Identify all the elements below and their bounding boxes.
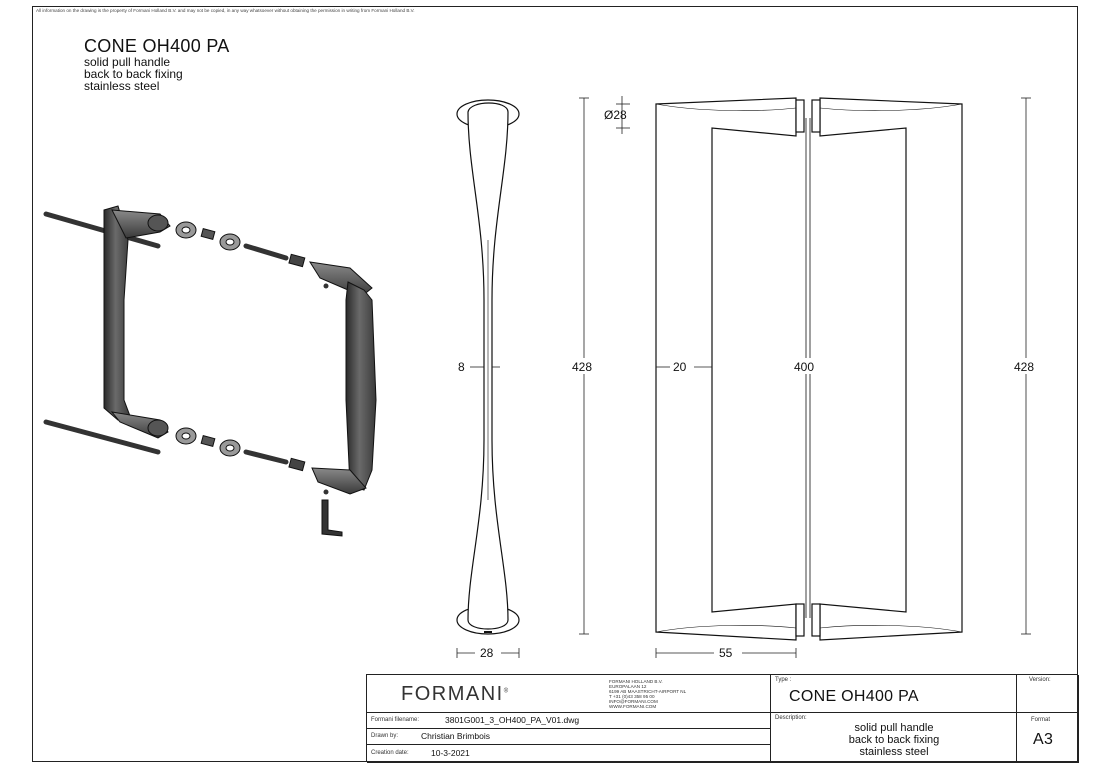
description-text: solid pull handle back to back fixing st… xyxy=(771,722,1016,758)
dim-thickness-label: 8 xyxy=(458,360,465,374)
type-cell: Type : CONE OH400 PA xyxy=(771,675,1017,713)
subtitle-line-1: solid pull handle xyxy=(84,55,171,69)
isometric-exploded-view xyxy=(43,205,377,537)
filename-label: Formani filename: xyxy=(371,717,420,723)
filename-cell: Formani filename: 3801G001_3_OH400_PA_V0… xyxy=(367,713,771,729)
company-line: 6199 AB MAASTRICHT-AIRPORT NL xyxy=(609,689,687,694)
dim-centre-label: 400 xyxy=(794,360,814,374)
description-line: stainless steel xyxy=(859,746,929,758)
company-line: T +31 (0)43 358 95 00 xyxy=(609,694,655,699)
top-fixing-rod xyxy=(43,211,161,249)
version-cell: Version: xyxy=(1017,675,1079,713)
format-cell: Format A3 xyxy=(1017,713,1079,763)
drawing-title: CONE OH400 PA xyxy=(84,36,230,56)
formani-logo: FORMANI® xyxy=(401,683,508,706)
logo-cell: FORMANI® FORMANI HOLLAND B.V. EUROPALAAN… xyxy=(367,675,771,713)
bottom-fixing-washers xyxy=(175,427,306,472)
creation-date-cell: Creation date: 10-3-2021 xyxy=(367,745,771,763)
creation-date-value: 10-3-2021 xyxy=(431,748,470,758)
drawn-by-value: Christian Brimbois xyxy=(421,731,490,741)
dim-diameter-label: Ø28 xyxy=(604,108,627,122)
type-value: CONE OH400 PA xyxy=(789,688,919,705)
description-cell: Description: solid pull handle back to b… xyxy=(771,713,1017,763)
dim-height-side-label: 428 xyxy=(572,360,592,374)
company-address: FORMANI HOLLAND B.V. EUROPALAAN 12 6199 … xyxy=(609,679,686,709)
creation-date-label: Creation date: xyxy=(371,750,409,756)
bottom-fixing-rod xyxy=(43,419,161,455)
company-line: EUROPALAAN 12 xyxy=(609,684,647,689)
copyright-notice: All information on the drawing is the pr… xyxy=(36,8,415,13)
front-handle xyxy=(309,261,377,495)
format-label: Format xyxy=(1031,717,1051,723)
filename-value: 3801G001_3_OH400_PA_V01.dwg xyxy=(445,715,580,725)
drawing-sheet-border xyxy=(32,6,1078,762)
description-line: back to back fixing xyxy=(848,734,940,746)
type-label: Type : xyxy=(775,677,792,683)
title-block: FORMANI® FORMANI HOLLAND B.V. EUROPALAAN… xyxy=(366,674,1079,763)
logo-text: FORMANI xyxy=(401,683,504,705)
subtitle-line-2: back to back fixing xyxy=(84,67,183,81)
side-profile-view xyxy=(456,99,520,635)
logo-mark: ® xyxy=(503,688,509,695)
company-line: FORMANI HOLLAND B.V. xyxy=(609,679,663,684)
company-line: INFO@FORMANI.COM xyxy=(609,699,658,704)
version-label: Version: xyxy=(1029,677,1051,683)
back-handle xyxy=(103,205,171,439)
company-line: WWW.FORMANI.COM xyxy=(609,704,657,709)
front-elevation-view xyxy=(655,97,963,641)
dim-height-right-label: 428 xyxy=(1014,360,1034,374)
drawn-by-cell: Drawn by: Christian Brimbois xyxy=(367,729,771,745)
top-fixing-washers xyxy=(175,221,306,268)
allen-key-icon xyxy=(321,499,343,537)
dim-base-width-label: 28 xyxy=(480,646,494,660)
description-line: solid pull handle xyxy=(854,722,934,734)
drawn-by-label: Drawn by: xyxy=(371,733,399,739)
dim-projection-label: 55 xyxy=(719,646,733,660)
subtitle-line-3: stainless steel xyxy=(84,79,160,93)
description-label: Description: xyxy=(775,715,807,721)
dim-depth-label: 20 xyxy=(673,360,687,374)
format-value: A3 xyxy=(1033,731,1054,748)
